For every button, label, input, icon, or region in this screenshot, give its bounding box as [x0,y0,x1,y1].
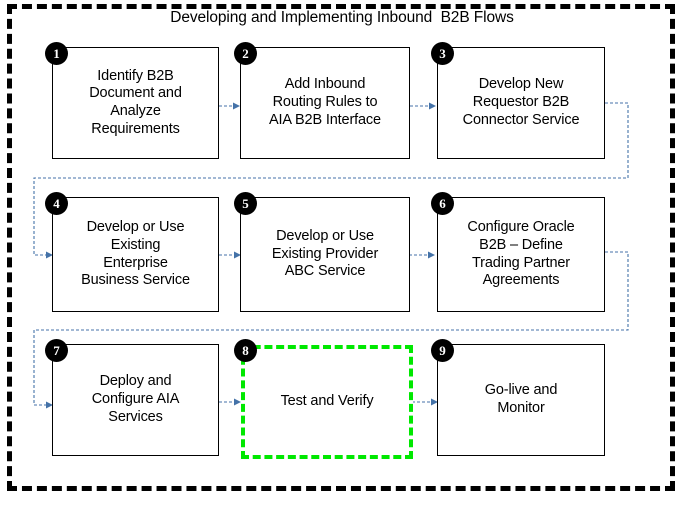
step-badge-2: 2 [234,42,257,65]
connector-1-to-2 [219,101,243,111]
connector-6-to-7 [30,247,640,412]
process-node-1-label: Identify B2B Document and Analyze Requir… [89,67,182,137]
connector-5-to-6 [409,250,439,260]
step-badge-7: 7 [45,339,68,362]
process-node-9[interactable]: Go-live and Monitor [437,344,605,456]
step-badge-9: 9 [431,339,454,362]
process-node-8[interactable]: Test and Verify [241,345,413,459]
process-node-8-label: Test and Verify [280,393,374,410]
process-node-3[interactable]: Develop New Requestor B2B Connector Serv… [437,47,605,159]
page-title: Developing and Implementing Inbound B2B … [170,9,514,26]
connector-3-to-4 [30,98,640,263]
process-node-7-label: Deploy and Configure AIA Services [91,373,180,425]
process-node-4-label: Develop or Use Existing Enterprise Busin… [81,219,190,289]
connector-7-to-8 [219,397,245,407]
step-badge-1: 1 [45,42,68,65]
step-badge-8: 8 [234,339,257,362]
step-badge-4: 4 [45,192,68,215]
process-node-6-label: Configure Oracle B2B – Define Trading Pa… [467,219,575,289]
process-node-3-label: Develop New Requestor B2B Connector Serv… [462,76,580,128]
process-node-1[interactable]: Identify B2B Document and Analyze Requir… [52,47,219,159]
process-node-5[interactable]: Develop or Use Existing Provider ABC Ser… [240,197,410,312]
process-node-9-label: Go-live and Monitor [484,382,558,416]
outer-dashed-frame [7,4,675,491]
step-badge-6: 6 [431,192,454,215]
process-node-4[interactable]: Develop or Use Existing Enterprise Busin… [52,197,219,312]
connector-8-to-9 [412,397,442,407]
process-node-7[interactable]: Deploy and Configure AIA Services [52,344,219,456]
process-node-2[interactable]: Add Inbound Routing Rules to AIA B2B Int… [240,47,410,159]
process-node-6[interactable]: Configure Oracle B2B – Define Trading Pa… [437,197,605,312]
connector-4-to-5 [219,250,245,260]
process-node-2-label: Add Inbound Routing Rules to AIA B2B Int… [269,76,381,128]
connector-2-to-3 [410,101,440,111]
step-badge-3: 3 [431,42,454,65]
step-badge-5: 5 [234,192,257,215]
process-node-5-label: Develop or Use Existing Provider ABC Ser… [271,227,379,280]
